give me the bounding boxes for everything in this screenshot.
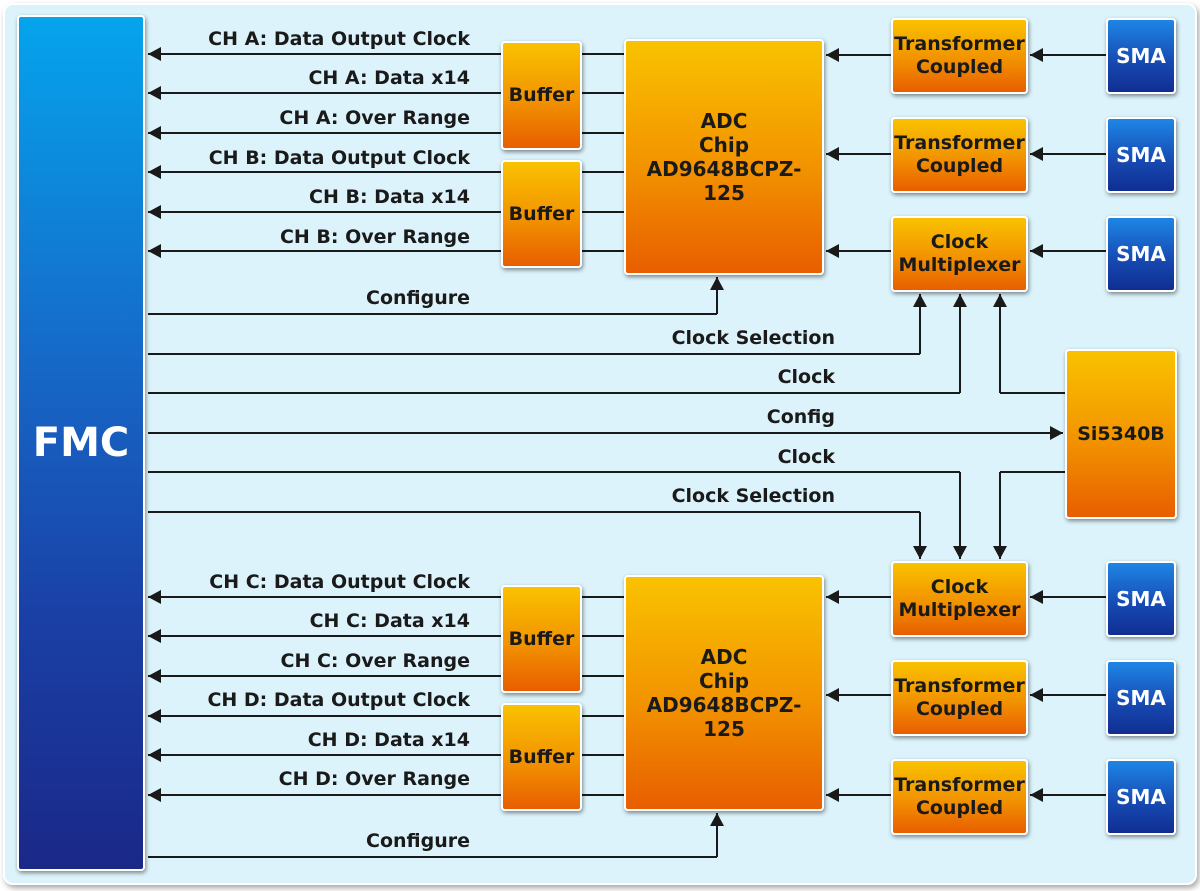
arrowhead	[826, 590, 839, 604]
arrowhead	[1030, 244, 1043, 258]
arrowhead	[148, 126, 161, 140]
clock-multiplexer-top: Clock Multiplexer	[891, 216, 1028, 292]
buffer-ch-c: Buffer	[501, 585, 582, 693]
transformer-coupled-3: Transformer Coupled	[891, 660, 1028, 736]
arrowhead	[1030, 688, 1043, 702]
config-label: Config	[766, 406, 835, 428]
arrowhead	[826, 788, 839, 802]
signal-label: CH D: Data x14	[307, 729, 470, 751]
arrowhead	[148, 205, 161, 219]
arrowhead	[1030, 590, 1043, 604]
adc-chip-top: ADC Chip AD9648BCPZ-125	[624, 39, 824, 275]
signal-label: CH A: Over Range	[279, 107, 470, 129]
buffer-ch-d: Buffer	[501, 703, 582, 811]
signal-label: CH C: Over Range	[280, 650, 471, 672]
sma-2: SMA	[1106, 117, 1176, 193]
fmc-label: FMC	[32, 420, 130, 466]
arrowhead	[826, 147, 839, 161]
clock-label-2: Clock	[777, 446, 835, 468]
arrowhead	[148, 244, 161, 258]
signal-label: CH C: Data x14	[309, 610, 470, 632]
transformer-coupled-4: Transformer Coupled	[891, 759, 1028, 835]
arrowhead	[710, 277, 724, 290]
clock-selection-label-1: Clock Selection	[671, 327, 835, 349]
arrowhead	[826, 688, 839, 702]
si5340b-block: Si5340B	[1065, 349, 1177, 519]
arrowhead	[148, 590, 161, 604]
arrowhead	[913, 294, 927, 307]
sma-4: SMA	[1106, 561, 1176, 637]
sma-6: SMA	[1106, 759, 1176, 835]
arrowhead	[148, 47, 161, 61]
signal-label: CH B: Over Range	[279, 226, 470, 248]
configure-label-top: Configure	[366, 287, 470, 309]
transformer-coupled-1: Transformer Coupled	[891, 18, 1028, 94]
arrowhead	[993, 294, 1007, 307]
sma-3: SMA	[1106, 216, 1176, 292]
buffer-ch-b: Buffer	[501, 160, 582, 268]
arrowhead	[1030, 48, 1043, 62]
arrowhead	[148, 165, 161, 179]
signal-label: CH C: Data Output Clock	[209, 571, 470, 593]
arrowhead	[1030, 788, 1043, 802]
signal-label: CH A: Data x14	[308, 67, 470, 89]
arrowhead	[826, 48, 839, 62]
arrowhead	[710, 813, 724, 826]
signal-label: CH B: Data x14	[309, 186, 470, 208]
arrowhead	[993, 546, 1007, 559]
buffer-ch-a: Buffer	[501, 41, 582, 150]
arrowhead	[148, 788, 161, 802]
sma-1: SMA	[1106, 18, 1176, 94]
diagram-canvas: FMC Buffer Buffer ADC Chip AD9648BCPZ-12…	[3, 3, 1197, 885]
signal-label: CH B: Data Output Clock	[208, 147, 470, 169]
signal-label: CH A: Data Output Clock	[208, 28, 470, 50]
arrowhead	[826, 244, 839, 258]
arrowhead	[148, 709, 161, 723]
signal-label: CH D: Data Output Clock	[207, 689, 470, 711]
arrowhead	[148, 86, 161, 100]
configure-label-bottom: Configure	[366, 830, 470, 852]
clock-selection-label-2: Clock Selection	[671, 485, 835, 507]
arrowhead	[953, 294, 967, 307]
arrowhead	[1030, 147, 1043, 161]
signal-label: CH D: Over Range	[278, 768, 470, 790]
arrowhead	[148, 748, 161, 762]
clock-multiplexer-bottom: Clock Multiplexer	[891, 561, 1028, 637]
transformer-coupled-2: Transformer Coupled	[891, 117, 1028, 193]
arrowhead	[913, 546, 927, 559]
arrowhead	[148, 669, 161, 683]
fmc-block: FMC	[17, 15, 145, 871]
arrowhead	[1050, 426, 1063, 440]
clock-label-1: Clock	[777, 366, 835, 388]
sma-5: SMA	[1106, 660, 1176, 736]
adc-chip-bottom: ADC Chip AD9648BCPZ-125	[624, 575, 824, 811]
arrowhead	[953, 546, 967, 559]
arrowhead	[148, 629, 161, 643]
